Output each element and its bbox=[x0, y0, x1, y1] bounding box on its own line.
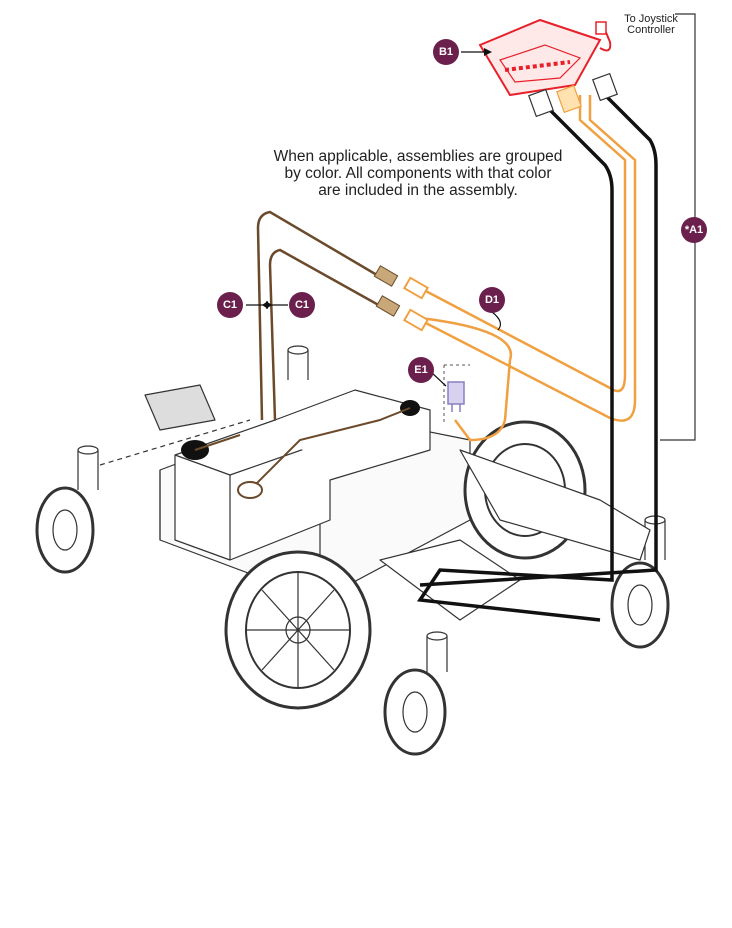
joystick-label-line-2: Controller bbox=[627, 24, 675, 36]
callout-c1-right: C1 bbox=[289, 292, 315, 318]
callout-c1-left: C1 bbox=[217, 292, 243, 318]
harness-c1 bbox=[256, 210, 385, 421]
note-line-2: by color. All components with that color bbox=[284, 165, 552, 182]
color-grouping-note: When applicable, assemblies are grouped … bbox=[248, 148, 588, 199]
module-connectors bbox=[528, 72, 618, 118]
motor-arm-right bbox=[459, 449, 651, 561]
leader-arrows bbox=[246, 51, 502, 387]
note-line-1: When applicable, assemblies are grouped bbox=[273, 148, 563, 165]
joystick-label: To Joystick Controller bbox=[606, 14, 696, 36]
joystick-cable-b1 bbox=[599, 29, 612, 52]
module-b1 bbox=[478, 18, 602, 97]
joystick-plug bbox=[595, 21, 607, 35]
caster-wheel-front-right bbox=[610, 561, 670, 649]
caster-post-front-left bbox=[426, 636, 448, 672]
callout-a1: *A1 bbox=[681, 217, 707, 243]
callout-d1: D1 bbox=[479, 287, 505, 313]
component-e1 bbox=[443, 364, 470, 425]
note-line-3: are included in the assembly. bbox=[318, 182, 518, 199]
d1-connectors bbox=[402, 276, 430, 332]
caster-wheel-back-left bbox=[35, 486, 95, 574]
caster-wheel-front-left bbox=[383, 668, 447, 756]
callout-e1: E1 bbox=[408, 357, 434, 383]
caster-post-back-left bbox=[77, 450, 99, 490]
harness-a1 bbox=[416, 93, 658, 622]
battery-right bbox=[274, 389, 431, 481]
c1-connectors bbox=[373, 265, 401, 317]
rear-bracket bbox=[144, 384, 216, 431]
caster-post-back-right bbox=[287, 350, 309, 380]
callout-b1: B1 bbox=[433, 39, 459, 65]
joystick-label-line-1: To Joystick bbox=[624, 13, 678, 25]
assembly-guide-line bbox=[99, 419, 251, 466]
